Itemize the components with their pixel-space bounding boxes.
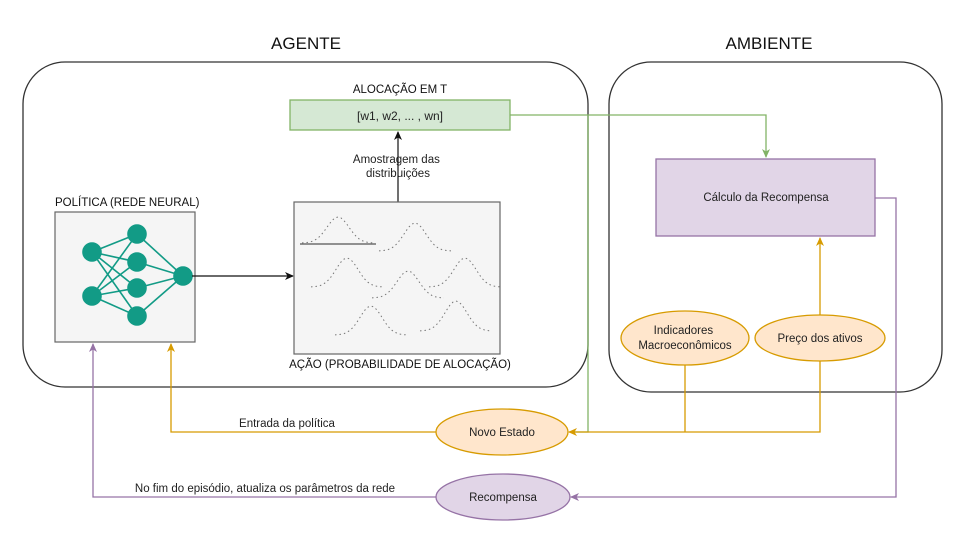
distribution-curve bbox=[371, 270, 445, 299]
action-box[interactable] bbox=[293, 201, 501, 355]
macro-indicators-label: Indicadores Macroeconômicos bbox=[638, 325, 732, 352]
policy-input-label: Entrada da política bbox=[239, 418, 336, 430]
policy-box[interactable] bbox=[54, 211, 196, 343]
distribution-curves bbox=[301, 216, 502, 336]
asset-price-label: Preço dos ativos bbox=[777, 333, 862, 345]
state-to-policy-line bbox=[167, 343, 437, 433]
neuron bbox=[127, 252, 147, 272]
allocation-to-state-line bbox=[573, 115, 589, 433]
allocation-vector: [w1, w2, ... , wn] bbox=[357, 109, 443, 123]
policy-title: POLÍTICA (REDE NEURAL) bbox=[55, 196, 200, 209]
neuron bbox=[127, 278, 147, 298]
environment-container bbox=[608, 61, 943, 393]
neural-network-icon bbox=[82, 224, 193, 326]
reward-label: Recompensa bbox=[469, 492, 537, 504]
allocation-box[interactable] bbox=[289, 99, 511, 131]
new-state-label: Novo Estado bbox=[469, 427, 535, 439]
action-title: AÇÃO (PROBABILIDADE DE ALOCAÇÃO) bbox=[289, 358, 511, 371]
agent-title: AGENTE bbox=[271, 34, 341, 53]
reward-calc-label: Cálculo da Recompensa bbox=[703, 192, 829, 204]
neuron bbox=[82, 286, 102, 306]
reward-node[interactable] bbox=[435, 473, 571, 521]
allocation-title: ALOCAÇÃO EM T bbox=[353, 83, 447, 96]
macro-indicators-node[interactable] bbox=[620, 310, 750, 366]
reward-calc-to-reward-line bbox=[570, 197, 897, 501]
neuron bbox=[82, 242, 102, 262]
sampling-label: Amostragem das distribuições bbox=[353, 154, 443, 180]
neuron bbox=[173, 266, 193, 286]
distribution-curve bbox=[419, 300, 493, 332]
environment-title: AMBIENTE bbox=[726, 34, 813, 53]
update-params-label: No fim do episódio, atualiza os parâmetr… bbox=[135, 483, 395, 495]
neuron bbox=[127, 306, 147, 326]
allocation-to-reward-line bbox=[510, 114, 770, 158]
price-to-state-line bbox=[568, 361, 821, 436]
reward-calc-box[interactable] bbox=[655, 158, 876, 237]
new-state-node[interactable] bbox=[435, 408, 569, 456]
neuron bbox=[127, 224, 147, 244]
asset-price-node[interactable] bbox=[754, 314, 886, 362]
reward-to-policy-line bbox=[89, 343, 436, 498]
